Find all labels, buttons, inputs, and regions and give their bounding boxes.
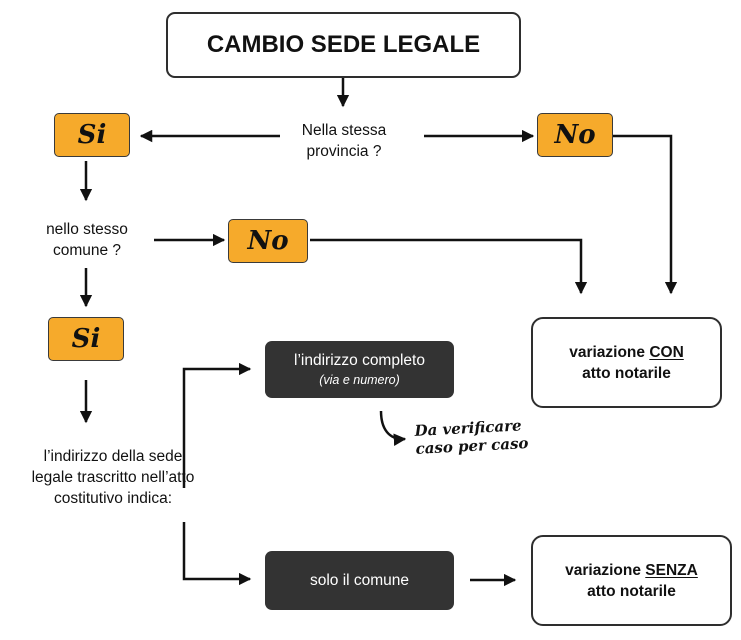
diagram-title: CAMBIO SEDE LEGALE — [166, 12, 521, 78]
yes-tag-comune: Si — [48, 317, 124, 361]
question-same-comune: nello stesso comune ? — [46, 221, 128, 259]
result-with-notary-suffix: atto notarile — [582, 364, 671, 382]
arrow-no-comune-to-con — [310, 238, 588, 295]
yes-tag-province: Si — [54, 113, 130, 157]
option-full-address-sublabel: (via e numero) — [319, 373, 400, 387]
arrow-full-to-note — [379, 410, 407, 446]
result-without-notary-line1: variazione SENZA — [565, 560, 698, 581]
result-with-notary-emphasis: CON — [649, 343, 684, 361]
arrow-address-to-comune — [182, 522, 252, 586]
no-tag-comune: No — [228, 219, 308, 263]
result-without-notary-emphasis: SENZA — [645, 561, 698, 579]
option-only-comune: solo il comune — [265, 551, 454, 610]
result-with-notary-prefix: variazione — [569, 343, 650, 361]
no-tag-province: No — [537, 113, 613, 157]
result-with-notary-line1: variazione CON — [569, 342, 684, 363]
option-full-address: l’indirizzo completo (via e numero) — [265, 341, 454, 398]
result-without-notary-prefix: variazione — [565, 561, 646, 579]
result-without-notary: variazione SENZA atto notarile — [531, 535, 732, 626]
option-full-address-label: l’indirizzo completo — [294, 352, 425, 369]
result-without-notary-suffix: atto notarile — [587, 582, 676, 600]
result-with-notary: variazione CON atto notarile — [531, 317, 722, 408]
question-address: l’indirizzo della sede legale trascritto… — [31, 448, 195, 507]
arrow-no-province-to-con — [613, 134, 678, 295]
arrow-address-to-full — [182, 362, 252, 488]
question-same-province: Nella stessa provincia ? — [301, 122, 387, 160]
